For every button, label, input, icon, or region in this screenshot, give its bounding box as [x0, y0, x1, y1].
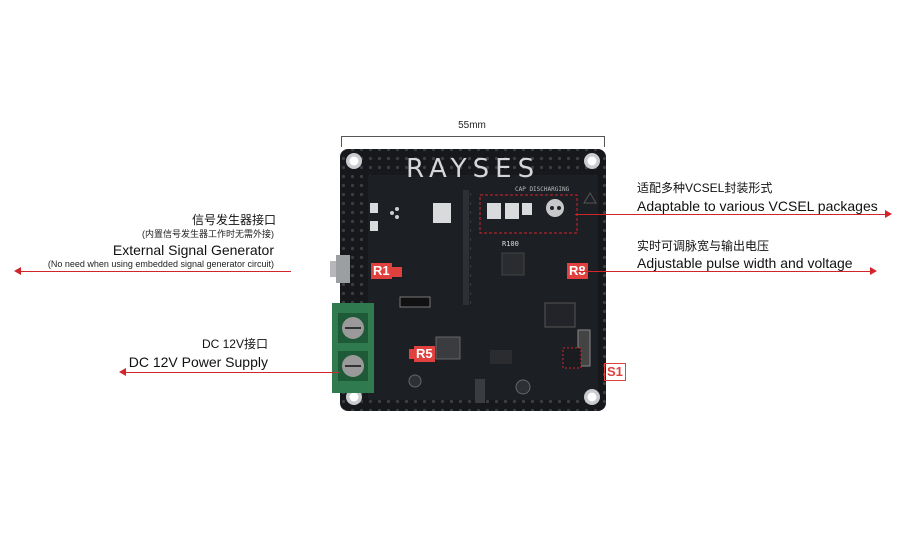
main-area [368, 175, 598, 400]
signal-callout-cn: 信号发生器接口 [191, 213, 276, 227]
signal-callout-en: External Signal Generator [112, 242, 274, 258]
tag-r1: R1 [371, 263, 392, 279]
pulse-leader [578, 271, 870, 272]
tag-s1: S1 [604, 363, 626, 381]
pulse-callout-en: Adjustable pulse width and voltage [637, 255, 853, 271]
vcsel-callout-cn: 适配多种VCSEL封装形式 [637, 181, 773, 195]
vcsel-callout-en: Adaptable to various VCSEL packages [637, 198, 878, 214]
pcb-board: RAYSES CAP DISCHARGING R100 [330, 149, 606, 411]
board-cap-print: CAP DISCHARGING [515, 186, 570, 193]
board-brand-print: RAYSES [406, 154, 540, 184]
signal-callout-en-sub: (No need when using embedded signal gene… [47, 259, 274, 269]
power-callout-cn: DC 12V接口 [201, 337, 268, 351]
pulse-callout-cn: 实时可调脉宽与输出电压 [637, 239, 770, 253]
tag-r5: R5 [414, 346, 435, 362]
tag-r8: R8 [567, 263, 588, 279]
vcsel-leader [575, 214, 885, 215]
arrow-left-icon [119, 368, 126, 376]
signal-leader [21, 271, 291, 272]
power-leader [126, 372, 340, 373]
signal-callout-cn-sub: (内置信号发生器工作时无需外接) [142, 229, 274, 239]
board-part-print: R100 [502, 240, 519, 248]
dimension-label: 55mm [458, 120, 486, 131]
power-callout-en: DC 12V Power Supply [128, 354, 268, 370]
dimension-bracket [341, 136, 605, 147]
arrow-right-icon [885, 210, 892, 218]
arrow-right-icon [870, 267, 877, 275]
arrow-left-icon [14, 267, 21, 275]
